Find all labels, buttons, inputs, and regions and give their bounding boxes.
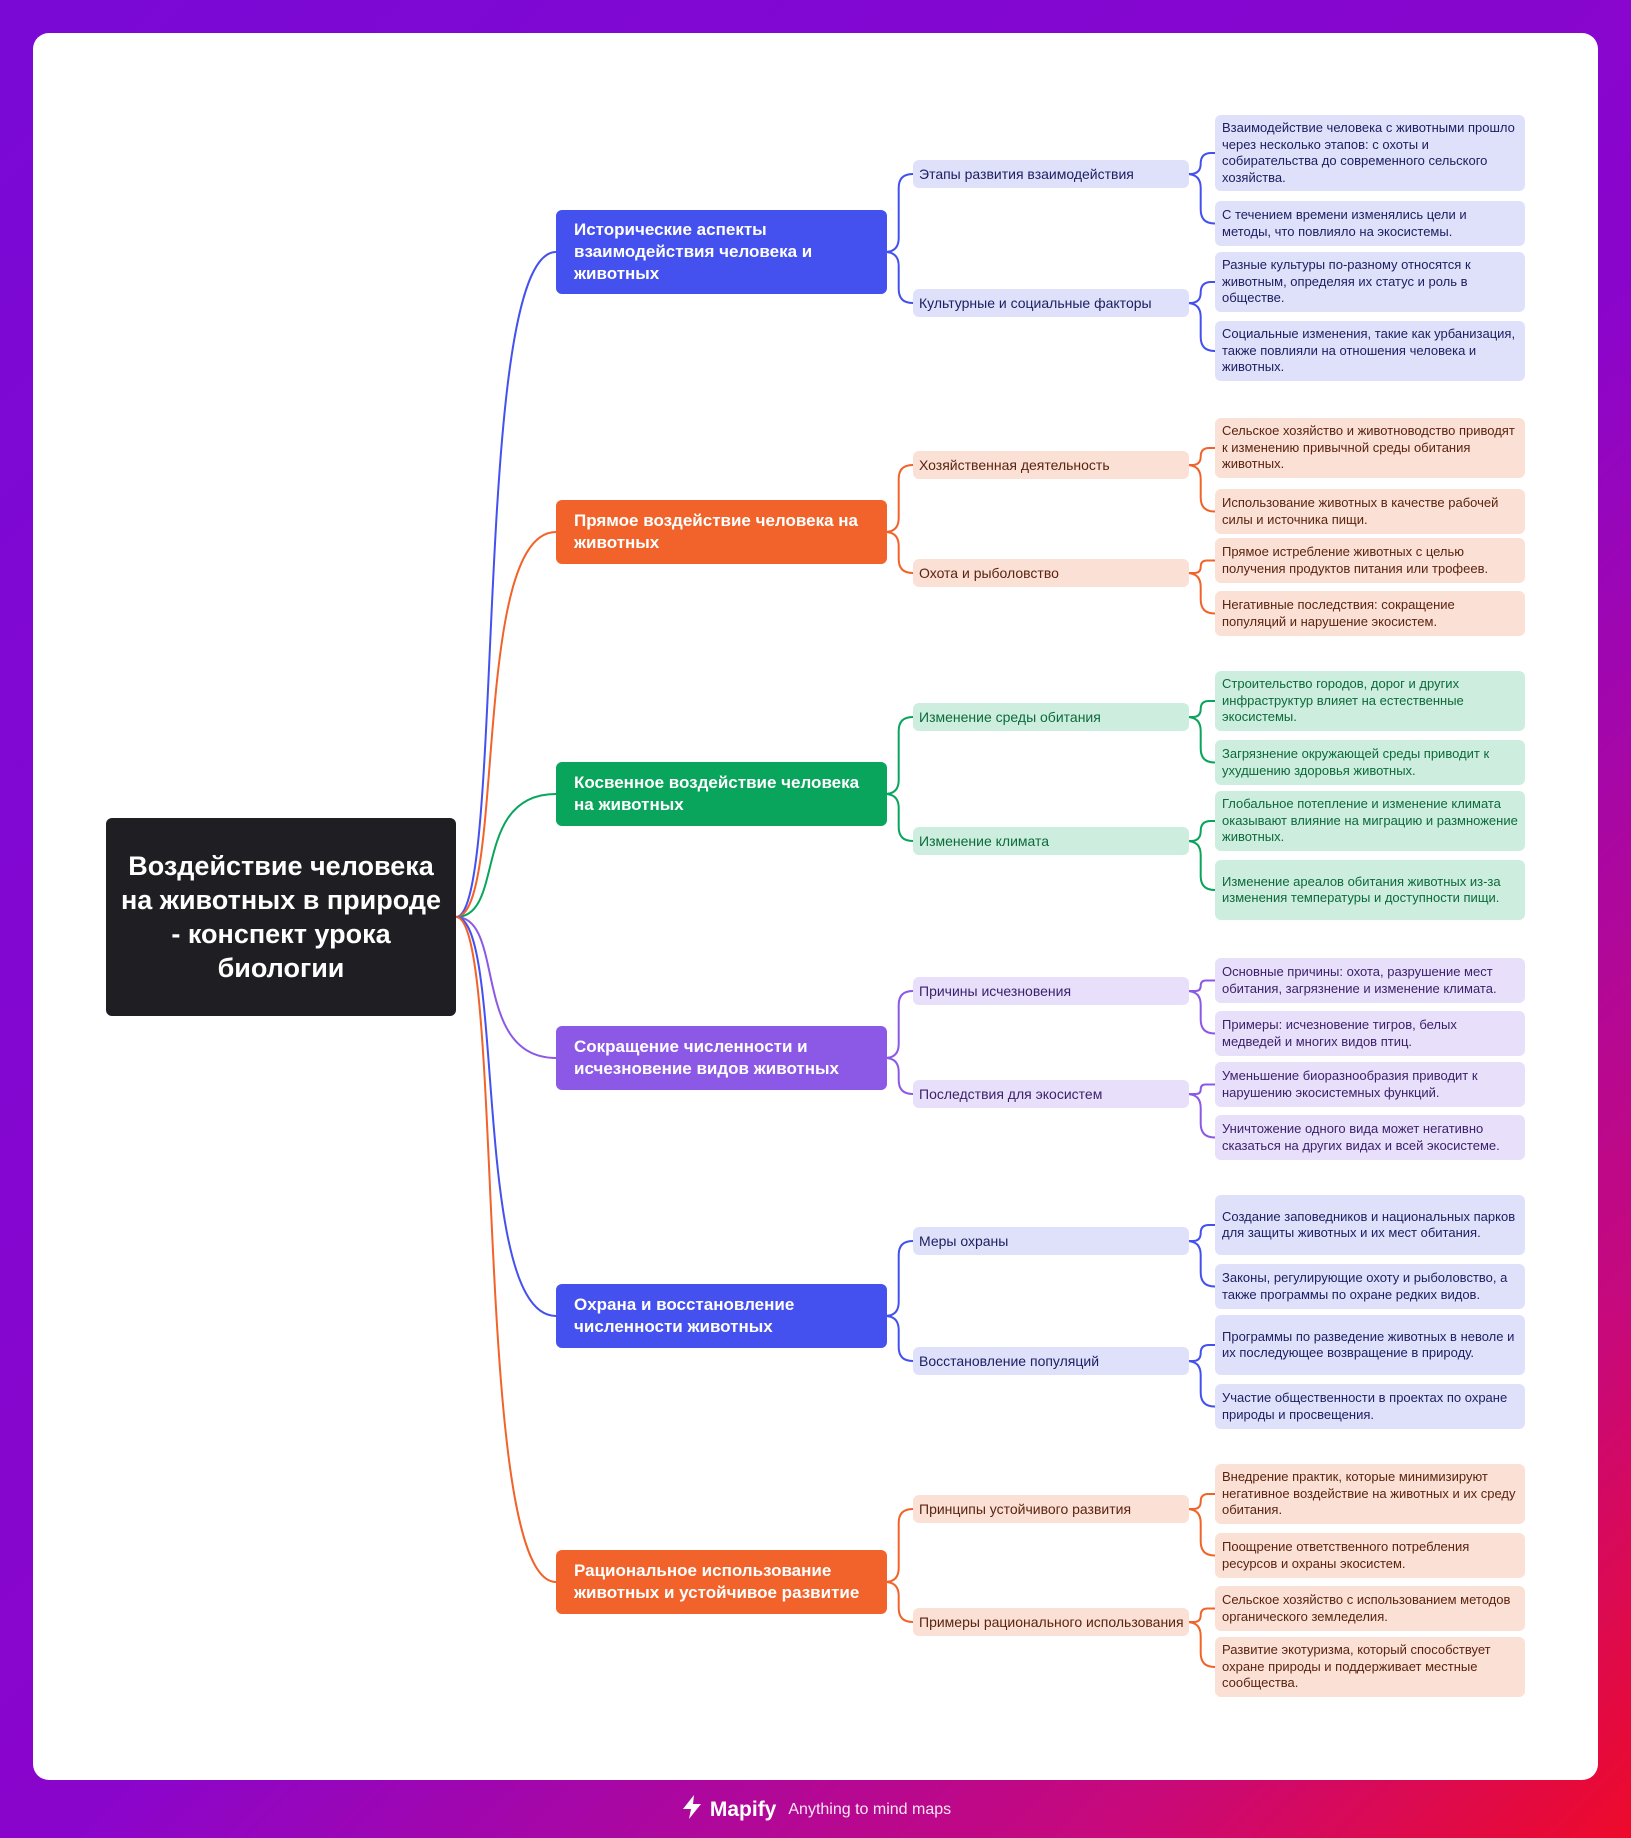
branch-node[interactable]: Рациональное использование животных и ус… bbox=[556, 1550, 887, 1614]
detail-node[interactable]: Негативные последствия: сокращение попул… bbox=[1215, 591, 1525, 636]
detail-node[interactable]: Программы по разведение животных в невол… bbox=[1215, 1315, 1525, 1375]
detail-node[interactable]: Прямое истребление животных с целью полу… bbox=[1215, 538, 1525, 583]
detail-node[interactable]: Разные культуры по-разному относятся к ж… bbox=[1215, 252, 1525, 312]
detail-node[interactable]: Создание заповедников и национальных пар… bbox=[1215, 1195, 1525, 1255]
detail-node[interactable]: Сельское хозяйство и животноводство прив… bbox=[1215, 418, 1525, 478]
subtopic-node[interactable]: Охота и рыболовство bbox=[913, 559, 1189, 587]
branch-node[interactable]: Сокращение численности и исчезновение ви… bbox=[556, 1026, 887, 1090]
detail-node[interactable]: Использование животных в качестве рабоче… bbox=[1215, 489, 1525, 534]
footer-tagline: Anything to mind maps bbox=[788, 1801, 952, 1818]
branch-node[interactable]: Прямое воздействие человека на животных bbox=[556, 500, 887, 564]
subtopic-node[interactable]: Восстановление популяций bbox=[913, 1347, 1189, 1375]
detail-node[interactable]: Законы, регулирующие охоту и рыболовство… bbox=[1215, 1264, 1525, 1309]
root-node[interactable]: Воздействие человека на животных в приро… bbox=[106, 818, 456, 1016]
detail-node[interactable]: Основные причины: охота, разрушение мест… bbox=[1215, 958, 1525, 1003]
subtopic-node[interactable]: Причины исчезновения bbox=[913, 977, 1189, 1005]
detail-node[interactable]: Развитие экотуризма, который способствуе… bbox=[1215, 1637, 1525, 1697]
detail-node[interactable]: Изменение ареалов обитания животных из-з… bbox=[1215, 860, 1525, 920]
lightning-bolt-icon bbox=[680, 1794, 704, 1826]
subtopic-node[interactable]: Изменение среды обитания bbox=[913, 703, 1189, 731]
subtopic-node[interactable]: Меры охраны bbox=[913, 1227, 1189, 1255]
detail-node[interactable]: Строительство городов, дорог и других ин… bbox=[1215, 671, 1525, 731]
detail-node[interactable]: Уничтожение одного вида может негативно … bbox=[1215, 1115, 1525, 1160]
subtopic-node[interactable]: Последствия для экосистем bbox=[913, 1080, 1189, 1108]
detail-node[interactable]: Взаимодействие человека с животными прош… bbox=[1215, 115, 1525, 191]
footer: Mapify Anything to mind maps bbox=[0, 1795, 1631, 1825]
subtopic-node[interactable]: Культурные и социальные факторы bbox=[913, 289, 1189, 317]
subtopic-node[interactable]: Принципы устойчивого развития bbox=[913, 1495, 1189, 1523]
detail-node[interactable]: Участие общественности в проектах по охр… bbox=[1215, 1384, 1525, 1429]
detail-node[interactable]: Примеры: исчезновение тигров, белых медв… bbox=[1215, 1011, 1525, 1056]
detail-node[interactable]: Поощрение ответственного потребления рес… bbox=[1215, 1533, 1525, 1578]
branch-node[interactable]: Охрана и восстановление численности живо… bbox=[556, 1284, 887, 1348]
subtopic-node[interactable]: Хозяйственная деятельность bbox=[913, 451, 1189, 479]
detail-node[interactable]: Уменьшение биоразнообразия приводит к на… bbox=[1215, 1062, 1525, 1107]
detail-node[interactable]: С течением времени изменялись цели и мет… bbox=[1215, 201, 1525, 246]
branch-node[interactable]: Косвенное воздействие человека на животн… bbox=[556, 762, 887, 826]
subtopic-node[interactable]: Примеры рационального использования bbox=[913, 1608, 1189, 1636]
detail-node[interactable]: Социальные изменения, такие как урбаниза… bbox=[1215, 321, 1525, 381]
detail-node[interactable]: Сельское хозяйство с использованием мето… bbox=[1215, 1586, 1525, 1631]
branch-node[interactable]: Исторические аспекты взаимодействия чело… bbox=[556, 210, 887, 294]
brand-name: Mapify bbox=[709, 1798, 777, 1821]
detail-node[interactable]: Внедрение практик, которые минимизируют … bbox=[1215, 1464, 1525, 1524]
detail-node[interactable]: Загрязнение окружающей среды приводит к … bbox=[1215, 740, 1525, 785]
footer-brand[interactable]: Mapify bbox=[680, 1794, 777, 1826]
subtopic-node[interactable]: Изменение климата bbox=[913, 827, 1189, 855]
subtopic-node[interactable]: Этапы развития взаимодействия bbox=[913, 160, 1189, 188]
detail-node[interactable]: Глобальное потепление и изменение климат… bbox=[1215, 791, 1525, 851]
